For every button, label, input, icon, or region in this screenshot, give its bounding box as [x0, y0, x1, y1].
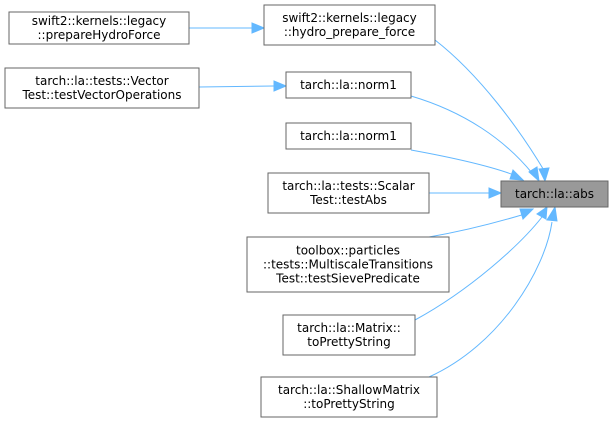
node-label-line: Test::testVectorOperations [22, 88, 182, 102]
node-box [267, 172, 430, 214]
node-box [260, 376, 438, 418]
caller-node-testVectorOperations[interactable]: tarch::la::tests::VectorTest::testVector… [4, 67, 200, 109]
caller-node-norm1_a[interactable]: tarch::la::norm1 [285, 71, 412, 99]
node-label-line: ::hydro_prepare_force [284, 25, 415, 39]
caller-node-shallow_toPrettyString[interactable]: tarch::la::ShallowMatrix::toPrettyString [260, 376, 438, 418]
node-label-line: tarch::la::tests::Vector [35, 74, 168, 88]
node-label-line: tarch::la::norm1 [300, 129, 397, 143]
edge-shallow_toPrettyString-to-abs [428, 205, 558, 378]
edge-line [414, 216, 543, 321]
edge-line [428, 213, 526, 238]
node-box [246, 236, 450, 293]
nodes-layer: tarch::la::abs swift2::kernels::legacy::h… [4, 4, 609, 418]
target-node-abs[interactable]: tarch::la::abs [500, 180, 609, 208]
edge-line [410, 95, 533, 174]
edge-arrowhead [488, 187, 503, 199]
node-label-line: swift2::kernels::legacy [282, 11, 417, 25]
edge-testAbs-to-abs [429, 187, 503, 199]
edge-norm1_b-to-abs [410, 149, 525, 181]
node-label-line: ::prepareHydroForce [38, 28, 161, 42]
node-box [285, 71, 412, 99]
node-label-line: tarch::la::abs [515, 187, 594, 201]
node-label-line: toolbox::particles [296, 244, 400, 258]
edge-arrowhead [528, 166, 540, 183]
edge-line [434, 39, 546, 173]
node-box [263, 4, 436, 46]
caller-node-testSievePredicate[interactable]: toolbox::particles::tests::MultiscaleTra… [246, 236, 450, 293]
node-label-line: ::tests::MultiscaleTransitions [263, 258, 433, 272]
node-label-line: tarch::la::norm1 [300, 78, 397, 92]
edge-arrowhead [536, 205, 548, 220]
node-box [500, 180, 609, 208]
node-label-line: tarch::la::tests::Scalar [282, 179, 414, 193]
edge-arrowhead [509, 169, 525, 181]
edge-prepareHydroForce-to-hydro_prepare_force [189, 22, 266, 34]
node-box [8, 11, 190, 45]
edge-line [428, 221, 553, 378]
edge-line [198, 85, 275, 88]
edge-line [410, 149, 515, 176]
edge-testVectorOperations-to-norm1_a [198, 80, 288, 92]
caller-node-norm1_b[interactable]: tarch::la::norm1 [285, 122, 412, 150]
edge-testSievePredicate-to-abs [428, 208, 535, 238]
node-label-line: ::toPrettyString [303, 397, 395, 411]
edge-arrowhead [519, 208, 535, 220]
node-label-line: swift2::kernels::legacy [32, 14, 167, 28]
caller-node-hydro_prepare_force[interactable]: swift2::kernels::legacy::hydro_prepare_f… [263, 4, 436, 46]
caller-node-matrix_toPrettyString[interactable]: tarch::la::Matrix::toPrettyString [282, 314, 416, 356]
node-label-line: toPrettyString [307, 335, 390, 349]
node-label-line: Test::testAbs [309, 193, 387, 207]
node-box [285, 122, 412, 150]
node-label-line: tarch::la::Matrix:: [297, 321, 401, 335]
node-label-line: Test::testSievePredicate [275, 272, 420, 286]
node-box [4, 67, 200, 109]
edge-norm1_a-to-abs [410, 95, 540, 183]
edge-arrowhead [251, 22, 266, 34]
edge-matrix_toPrettyString-to-abs [414, 205, 548, 321]
edge-arrowhead [273, 80, 288, 92]
caller-node-prepareHydroForce[interactable]: swift2::kernels::legacy::prepareHydroFor… [8, 11, 190, 45]
node-box [282, 314, 416, 356]
edges-layer [189, 22, 558, 378]
edge-arrowhead [538, 167, 550, 183]
edge-hydro_prepare_force-to-abs [434, 39, 550, 183]
edge-arrowhead [546, 205, 558, 222]
node-label-line: tarch::la::ShallowMatrix [278, 383, 420, 397]
